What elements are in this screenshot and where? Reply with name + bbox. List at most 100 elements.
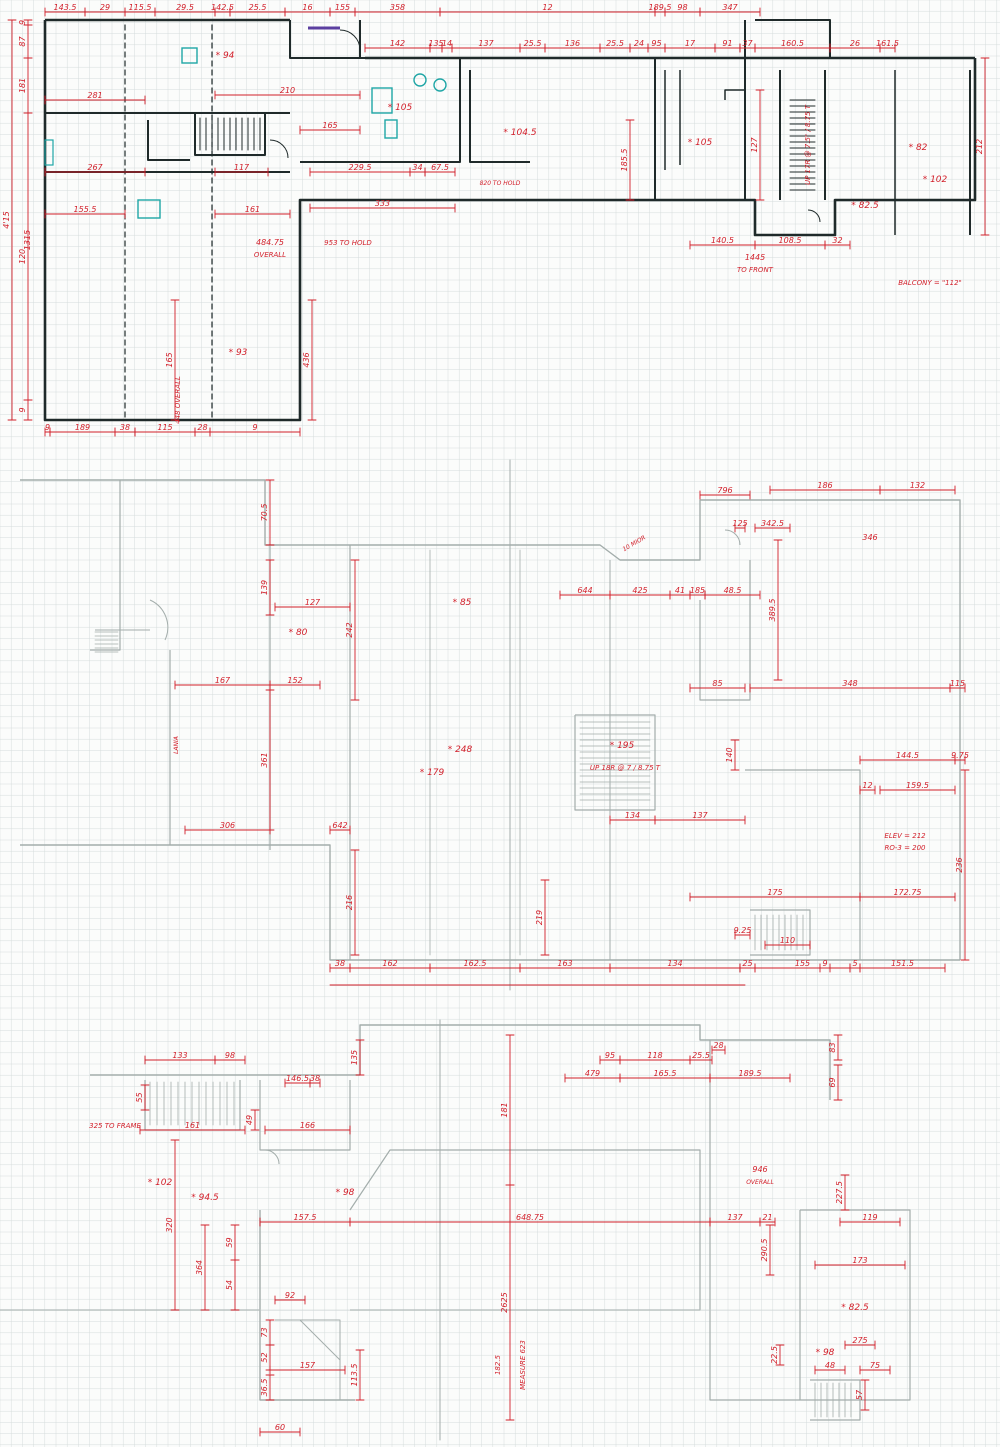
dimension-label: 108.5 — [779, 236, 802, 245]
dimension-label: 333 — [375, 199, 390, 208]
dimension-label: 242 — [345, 622, 354, 637]
door-swing — [339, 29, 361, 51]
dimension-label: 9 — [45, 423, 50, 432]
dimension-label: 642 — [332, 821, 347, 830]
dimension-label: 25.5 — [249, 3, 267, 12]
dimension-label: 165 — [165, 352, 174, 367]
dimension-label: 189 — [75, 423, 90, 432]
dimension-label: 55 — [135, 1092, 144, 1102]
dimension-label: 115.5 — [129, 3, 152, 12]
dimension-label: 181 — [500, 1102, 509, 1117]
dimension-label: 181 — [18, 78, 27, 93]
dimension-label: 144.5 — [896, 751, 919, 760]
dimension-label: 140 — [725, 747, 734, 762]
interior-wall — [275, 1319, 341, 1400]
dimension-label: 117 — [234, 163, 250, 172]
door-swing — [299, 1319, 341, 1361]
dimension-label: 320 — [165, 1217, 174, 1232]
dimension-label: 125 — [732, 519, 747, 528]
dimension-label: 52 — [260, 1352, 269, 1362]
dimension-label: 10 MIOR — [622, 534, 647, 553]
dimension-label: 34 — [412, 163, 422, 172]
exterior-wall — [20, 479, 961, 960]
room-mark: * 82 — [909, 143, 928, 153]
interior-wall — [745, 769, 861, 960]
dimension-label: UP 17R @ 7.5" / 8.75 T — [804, 104, 812, 185]
exterior-wall — [90, 1024, 831, 1100]
dimension-label: 60 — [275, 1423, 285, 1432]
room-mark: * 94 — [216, 51, 235, 61]
dimension-label: 17 — [685, 39, 696, 48]
dimension-label: 161 — [185, 1121, 200, 1130]
dimension-label: 358 — [390, 3, 405, 12]
dimension-label: 127 — [305, 598, 321, 607]
stair-enclosure — [194, 113, 266, 156]
fixture-box — [384, 119, 398, 139]
dimension-label: 172.75 — [894, 888, 922, 897]
dimension-label: 820 TO HOLD — [480, 180, 521, 187]
interior-wall — [699, 560, 751, 701]
interior-wall — [709, 1040, 800, 1401]
stair-enclosure — [574, 714, 656, 811]
dimension-label: 229.5 — [349, 163, 372, 172]
interior-wall — [300, 58, 461, 163]
dimension-label: 25.5 — [524, 39, 542, 48]
interior-wall — [799, 1209, 911, 1401]
dimension-label: 348 — [842, 679, 857, 688]
dimension-label: 59 — [225, 1237, 234, 1247]
dimension-label: 9.25 — [734, 926, 752, 935]
room-mark: * 80 — [289, 628, 308, 638]
fixture-box — [44, 139, 54, 166]
dimension-label: 142 — [390, 39, 405, 48]
dimension-label: 95 — [605, 1051, 615, 1060]
dimension-label: OVERALL — [254, 251, 286, 259]
dimension-label: 48 — [825, 1361, 835, 1370]
room-mark: * 98 — [816, 1348, 835, 1358]
room-mark: * 85 — [453, 598, 472, 608]
dimension-label: 132 — [910, 481, 925, 490]
dimension-label: 347 — [722, 3, 738, 12]
dimension-label: 267 — [87, 163, 103, 172]
dimension-label: 157 — [300, 1361, 316, 1370]
dimension-label: 118 — [647, 1051, 662, 1060]
dimension-label: 166 — [300, 1121, 315, 1130]
dimension-label: 24 — [634, 39, 644, 48]
dimension-label: 436 — [302, 352, 311, 367]
dimension-label: 361 — [260, 752, 269, 767]
dimension-label: 57 — [855, 1389, 864, 1400]
dimension-label: 135 — [428, 39, 443, 48]
dimension-label: 12 — [542, 3, 552, 12]
dimension-label: 143.5 — [54, 3, 77, 12]
dimension-label: 167 — [215, 676, 231, 685]
room-mark: * 195 — [610, 741, 635, 751]
dimension-label: 115 — [157, 423, 172, 432]
dimension-label: 346 — [862, 533, 877, 542]
dimension-label: 146.5 — [286, 1074, 309, 1083]
dimension-label: 946 — [752, 1165, 767, 1174]
door-swing — [724, 529, 741, 546]
fixture-box — [137, 199, 161, 219]
exterior-wall — [20, 844, 960, 961]
dimension-label: 134 — [625, 811, 640, 820]
dimension-label: 115 — [950, 679, 965, 688]
dimension-label: 281 — [87, 91, 102, 100]
dimension-label: 648.75 — [516, 1213, 544, 1222]
dimension-label: 70.5 — [260, 504, 269, 522]
dimension-label: 32 — [832, 236, 842, 245]
fixture-box — [181, 47, 198, 64]
dimension-label: 54 — [225, 1280, 234, 1290]
dimension-label: 26 — [850, 39, 860, 48]
dimension-label: 9.75 — [951, 751, 969, 760]
fixture-sink — [413, 73, 427, 87]
dimension-label: 83 — [828, 1042, 837, 1052]
dimension-label: 29 — [100, 3, 110, 12]
fixture-box — [371, 87, 393, 114]
dimension-label: 9 — [822, 959, 827, 968]
dimension-label: 142.5 — [211, 3, 234, 12]
dimension-label: 119 — [862, 1213, 877, 1222]
dimension-label: 219 — [535, 910, 544, 925]
dimension-label: 161 — [245, 205, 260, 214]
